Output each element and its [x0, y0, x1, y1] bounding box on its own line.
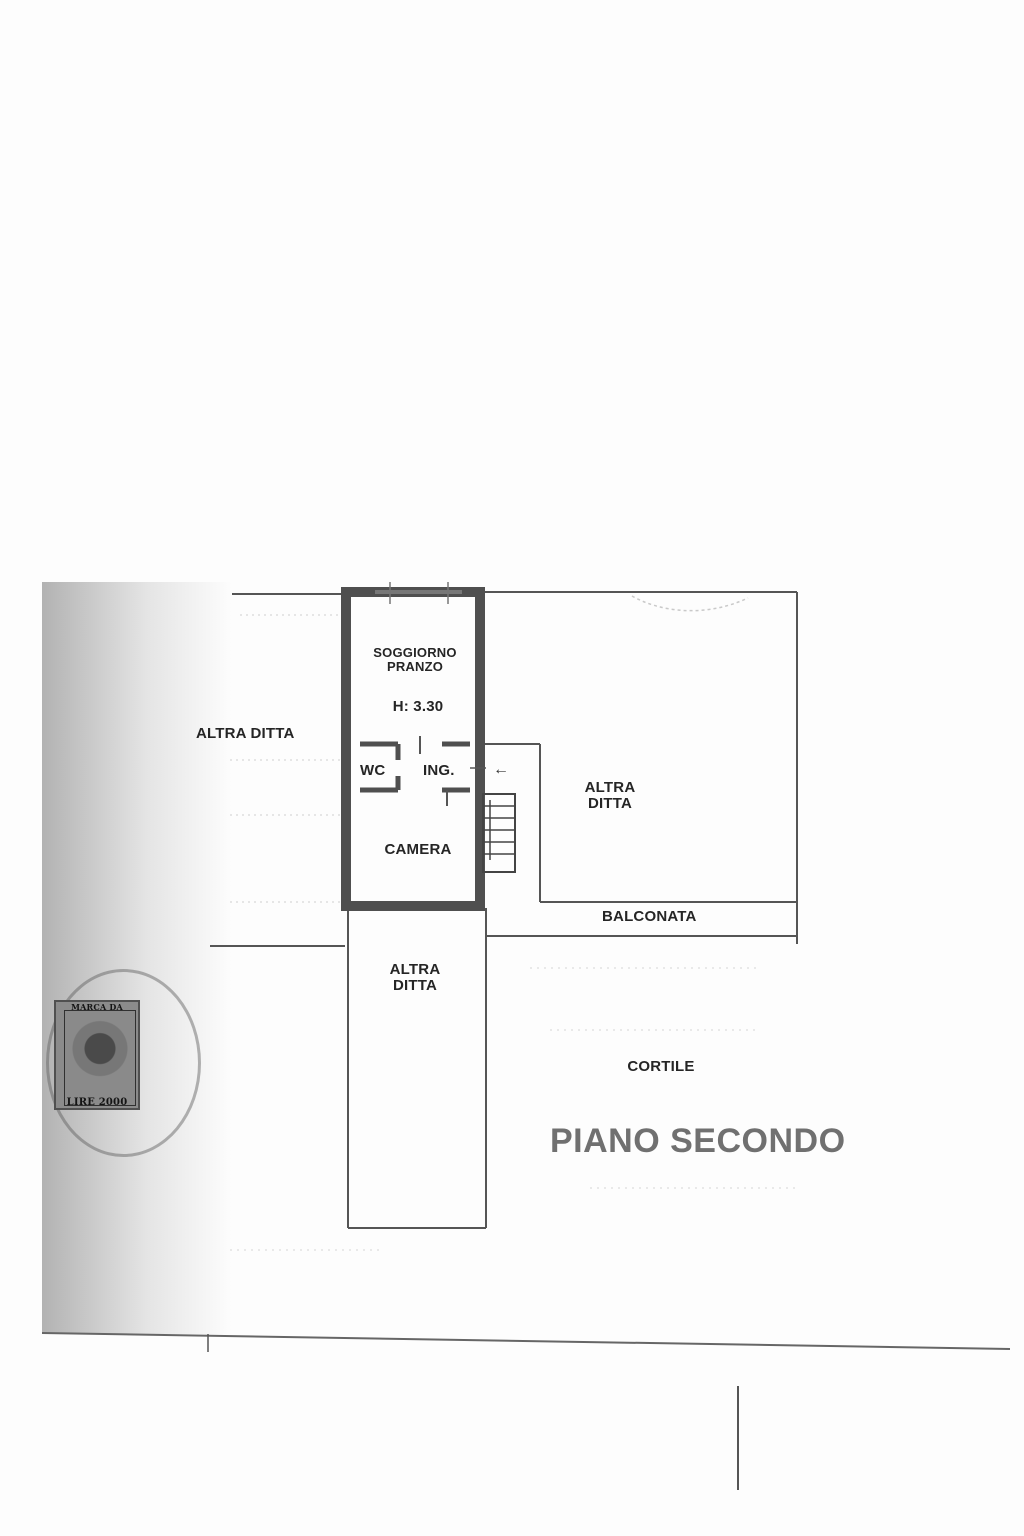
page-title: PIANO SECONDO [550, 1122, 846, 1160]
wc-label: WC [360, 762, 386, 779]
stair-box [482, 793, 516, 873]
scan-shadow [42, 582, 232, 1334]
soggiorno-pranzo-label: SOGGIORNO PRANZO [373, 645, 457, 674]
camera-label: CAMERA [384, 841, 452, 858]
altra-ditta-bottom-label: ALTRA DITTA [389, 961, 441, 994]
entrance-arrow-icon: ← [493, 761, 509, 778]
apartment-outer-wall [341, 587, 485, 911]
stamp-portrait [64, 1010, 136, 1106]
revenue-stamp: MARCA DA BOLLO LIRE 2000 [54, 1000, 140, 1110]
balconata-label: BALCONATA [602, 908, 697, 925]
altra-ditta-left-label: ALTRA DITTA [196, 725, 295, 742]
bottom-boundary-line [41, 1332, 1011, 1350]
cortile-label: CORTILE [627, 1058, 695, 1075]
round-seal [46, 969, 201, 1157]
altra-ditta-right-label: ALTRA DITTA [584, 779, 636, 812]
faint-arc [631, 595, 749, 612]
height-label: H: 3.30 [392, 698, 444, 715]
ingresso-label: ING. [423, 762, 455, 779]
stamp-bottom-text: LIRE 2000 [66, 1097, 128, 1108]
